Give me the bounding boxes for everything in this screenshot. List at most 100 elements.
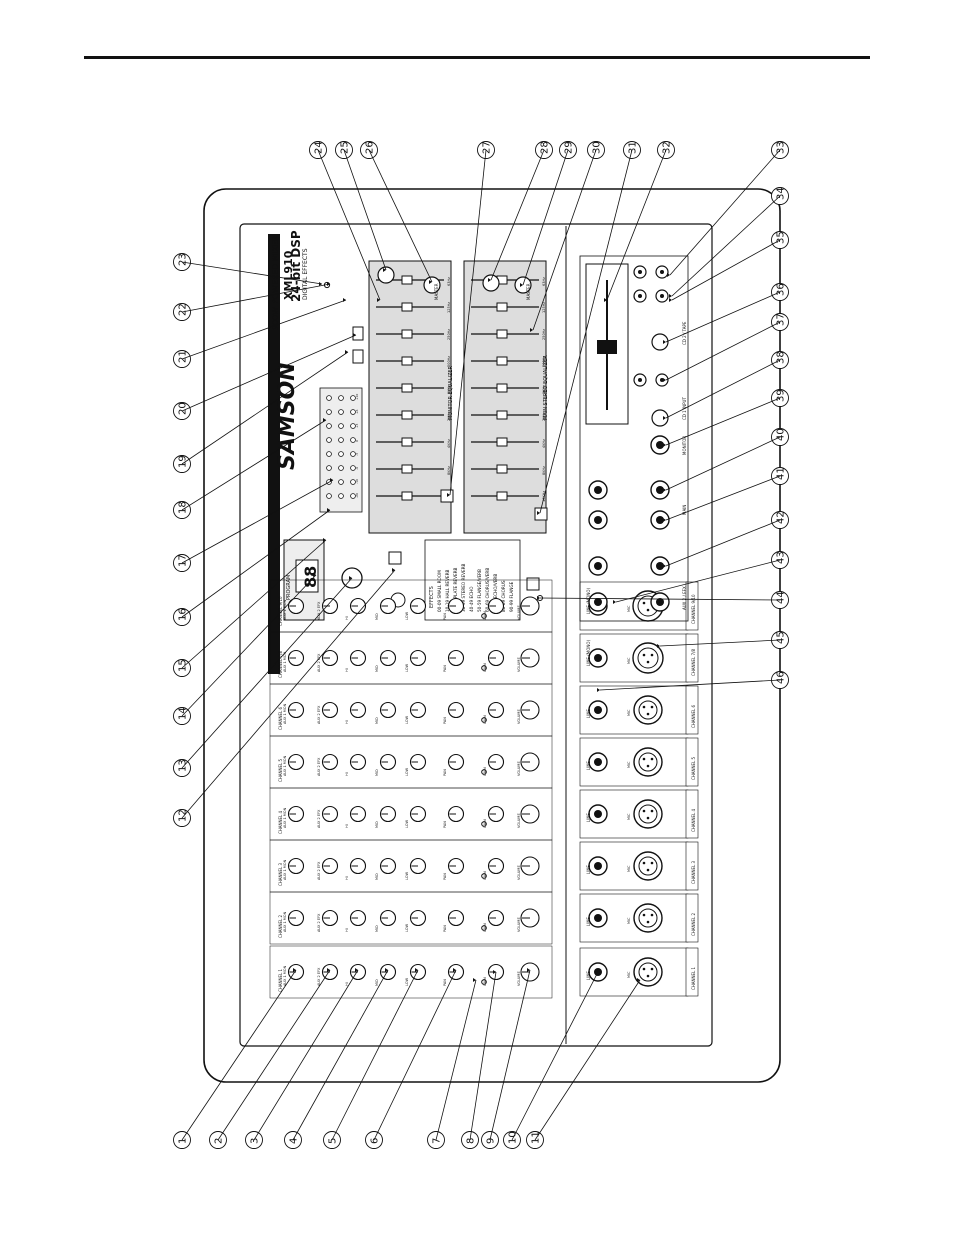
eq-fader-cap-5[interactable] <box>401 383 413 393</box>
eq-fader-cap-6[interactable] <box>401 410 413 420</box>
eq-fader-cap-5[interactable] <box>496 383 508 393</box>
eq-fader-cap-4[interactable] <box>496 356 508 366</box>
xlr-pin <box>642 757 646 761</box>
callout-number-wrap: 39 <box>776 389 787 402</box>
eq-fader-cap-9[interactable] <box>496 491 508 501</box>
line-label: LINE <box>586 865 591 874</box>
efx-to-mon-switch[interactable] <box>352 349 364 364</box>
callout-46: 46 <box>597 671 789 692</box>
cd-input-volume-knob[interactable] <box>651 409 669 427</box>
leader-line <box>435 979 477 1141</box>
callout-number: 3 <box>250 1138 261 1144</box>
channel-knob-label-wrap: AUX 2 EFX <box>317 601 321 620</box>
channel-label: CHANNEL 4 <box>278 810 283 834</box>
eq-band-label-wrap: 8KHz <box>542 466 546 475</box>
channel-knob-label-wrap: PAN <box>443 717 447 724</box>
channel-label-wrap: CHANNEL 5 <box>278 758 283 782</box>
channel-strip-frame <box>269 945 553 999</box>
eq-fader-cap-7[interactable] <box>401 437 413 447</box>
leader-line <box>181 574 317 717</box>
channel-knob-label: MID <box>375 925 379 932</box>
callout-22: 22 <box>173 282 331 321</box>
xlr-input-jack[interactable] <box>633 747 663 777</box>
xlr-inner-ring <box>638 856 658 876</box>
xlr-input-jack[interactable] <box>633 799 663 829</box>
callout-number-wrap: 33 <box>776 141 787 154</box>
channel-knob-label: VOLUME <box>517 971 521 986</box>
callout-15: 15 <box>173 538 327 677</box>
eq-fader-cap-9[interactable] <box>401 491 413 501</box>
crossfade-fader-cap[interactable] <box>597 340 617 354</box>
main-monitor-switch[interactable] <box>352 326 364 341</box>
channel-knob-label-wrap: LOW <box>405 767 409 776</box>
channel-label-wrap: CHANNEL 3 <box>278 862 283 886</box>
cd-tape-volume-knob[interactable] <box>651 333 669 351</box>
channel-knob-label-wrap: VOLUME <box>517 971 521 986</box>
eq-fader-cap-8[interactable] <box>496 464 508 474</box>
main-efx-knob[interactable] <box>482 274 500 292</box>
channel-knob-label-wrap: PAN <box>443 979 447 986</box>
xlr-input-jack[interactable] <box>633 903 663 933</box>
callout-number: 14 <box>178 707 189 720</box>
eq-fader-cap-2[interactable] <box>496 302 508 312</box>
effect-entry-wrap: 90-99 FLANGE <box>509 581 514 612</box>
monitor-master-knob[interactable] <box>423 276 441 294</box>
meter-led <box>326 395 332 401</box>
channel-knob-label: AUX 1 MON <box>283 911 287 932</box>
channel-knob-label-wrap: AUX 2 EFX <box>317 705 321 724</box>
xlr-pin <box>646 712 650 716</box>
line-input-jack-hole <box>594 862 602 870</box>
main-eq-label: MAIN STEREO EQUALIZER <box>543 355 549 420</box>
meter-led <box>350 479 356 485</box>
channel-knob-label-wrap: MID <box>375 979 379 986</box>
channel-knob-label: MID <box>375 979 379 986</box>
xlr-input-jack[interactable] <box>632 642 664 674</box>
leader-arrow <box>345 350 348 354</box>
meter-label-wrap: +6 <box>355 409 359 414</box>
meter-led <box>326 451 332 457</box>
line-input-jack-hole <box>594 654 602 662</box>
monitor-efx-knob[interactable] <box>377 266 395 284</box>
leader-arrow <box>663 378 666 382</box>
channel-knob-label: HI <box>345 772 349 776</box>
eq-fader-cap-2[interactable] <box>401 302 413 312</box>
channel-knob-label-wrap: HI <box>345 772 349 776</box>
xlr-inner-ring <box>638 962 658 982</box>
eq-band-label-wrap: 63Hz <box>542 277 546 286</box>
callout-number: 4 <box>289 1138 300 1144</box>
channel-knob-label-wrap: AUX 2 EFX <box>317 757 321 776</box>
callout-number: 43 <box>776 551 787 564</box>
peak-limiter-button[interactable] <box>526 577 540 591</box>
meter-led <box>350 423 356 429</box>
eq-fader-cap-8[interactable] <box>401 464 413 474</box>
eq-fader-cap-6[interactable] <box>496 410 508 420</box>
callout-number-wrap: 31 <box>628 141 639 154</box>
channel-knob-label-wrap: HI <box>345 824 349 828</box>
eq-band-label-wrap: 2KHz <box>542 412 546 421</box>
efx-bypass-button[interactable] <box>388 551 402 565</box>
eq-band-label: 8KHz <box>447 466 451 475</box>
leader-line <box>181 283 331 313</box>
eq-fader-cap-3[interactable] <box>401 329 413 339</box>
leader-line <box>671 195 781 297</box>
leader-arrow <box>473 978 476 982</box>
effects-header-wrap: EFFECTS <box>429 586 435 608</box>
eq-fader-cap-4[interactable] <box>401 356 413 366</box>
callout-11: 11 <box>526 978 641 1149</box>
leader-arrow <box>663 518 666 522</box>
xlr-pin <box>646 764 650 768</box>
eq-fader-cap-7[interactable] <box>496 437 508 447</box>
xlr-input-jack[interactable] <box>633 957 663 987</box>
eq-band-label-wrap: 63Hz <box>447 277 451 286</box>
xlr-input-jack[interactable] <box>633 695 663 725</box>
eq-fader-cap-3[interactable] <box>496 329 508 339</box>
leader-arrow <box>597 688 600 692</box>
channel-knob-label: PAN <box>443 821 447 828</box>
xlr-input-jack[interactable] <box>633 851 663 881</box>
callout-3: 3 <box>245 968 359 1149</box>
callout-number: 27 <box>482 141 493 154</box>
eq-fader-cap-1[interactable] <box>401 275 413 285</box>
meter-label-wrap: -6 <box>355 467 359 470</box>
